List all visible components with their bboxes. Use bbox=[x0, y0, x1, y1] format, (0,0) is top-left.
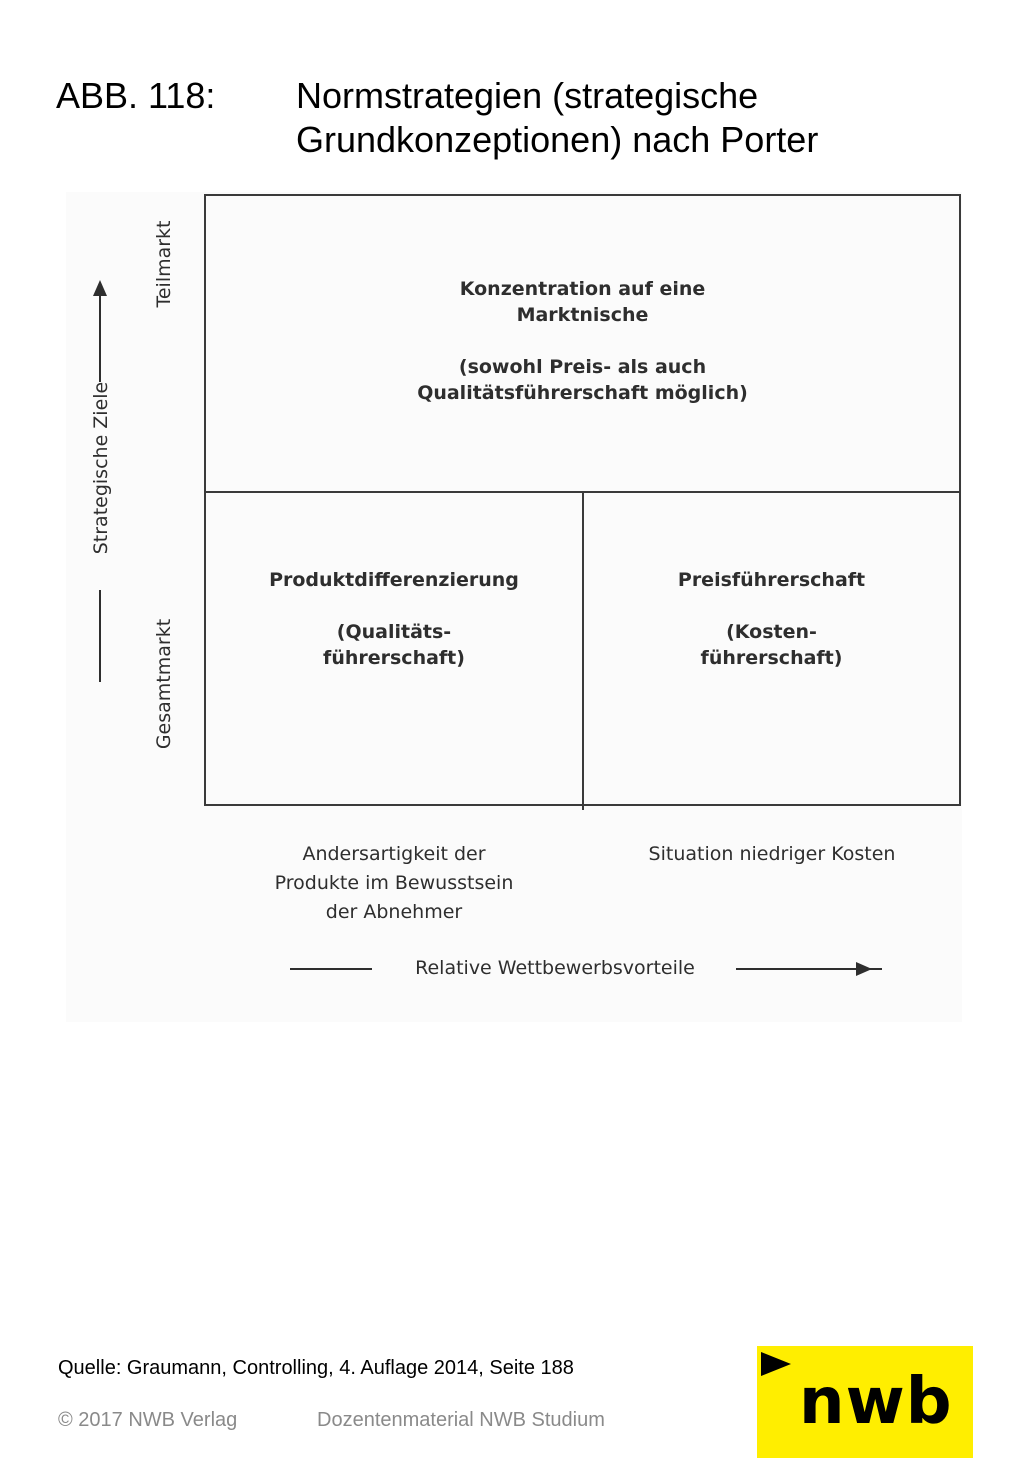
arrow-right-icon bbox=[856, 962, 872, 976]
niche-focus-line-3: (sowohl Preis- als auch bbox=[458, 356, 707, 378]
x-axis: Relative Wettbewerbsvorteile bbox=[290, 954, 890, 984]
x-axis-line-right bbox=[736, 968, 882, 970]
cost-leadership-line-3: führerschaft) bbox=[700, 647, 843, 669]
x-axis-label: Relative Wettbewerbsvorteile bbox=[415, 957, 695, 979]
niche-focus-line-2: Marktnische bbox=[516, 304, 649, 326]
y-bottom-label: Gesamtmarkt bbox=[153, 618, 175, 750]
y-axis-label: Strategische Ziele bbox=[90, 381, 112, 555]
x-category-left-line-3: der Abnehmer bbox=[325, 901, 463, 923]
nwb-logo: nwb bbox=[757, 1346, 973, 1458]
play-triangle-icon bbox=[761, 1352, 791, 1376]
x-category-left-line-2: Produkte im Bewusstsein bbox=[274, 872, 514, 894]
cost-leadership-line-1: Preisführerschaft bbox=[677, 569, 866, 591]
y-axis-line-top bbox=[99, 292, 101, 382]
page-title: Normstrategien (strategische Grundkonzep… bbox=[296, 74, 996, 162]
y-top-label: Teilmarkt bbox=[153, 220, 175, 308]
column-divider-tick bbox=[582, 804, 584, 810]
differentiation-box: Produktdifferenzierung (Qualitäts- führe… bbox=[204, 491, 584, 806]
niche-focus-box: Konzentration auf eine Marktnische (sowo… bbox=[204, 194, 961, 493]
arrow-up-icon bbox=[93, 280, 107, 296]
differentiation-line-2: (Qualitäts- bbox=[336, 621, 452, 643]
logo-text: nwb bbox=[799, 1365, 953, 1439]
porter-strategy-diagram: Strategische Ziele Teilmarkt Gesamtmarkt… bbox=[66, 192, 962, 1022]
x-category-left: Andersartigkeit der Produkte im Bewussts… bbox=[204, 840, 584, 927]
x-category-right: Situation niedriger Kosten bbox=[648, 843, 896, 865]
y-axis-line-bottom bbox=[99, 590, 101, 682]
cost-leadership-box: Preisführerschaft (Kosten- führerschaft) bbox=[582, 491, 961, 806]
differentiation-line-3: führerschaft) bbox=[323, 647, 465, 669]
x-category-left-line-1: Andersartigkeit der bbox=[302, 843, 486, 865]
y-axis: Strategische Ziele bbox=[88, 280, 114, 682]
differentiation-line-1: Produktdifferenzierung bbox=[269, 569, 519, 591]
cost-leadership-line-2: (Kosten- bbox=[726, 621, 817, 643]
figure-number: ABB. 118: bbox=[56, 75, 216, 116]
material-notice: Dozentenmaterial NWB Studium bbox=[317, 1409, 605, 1431]
source-citation: Quelle: Graumann, Controlling, 4. Auflag… bbox=[58, 1357, 574, 1379]
niche-focus-line-4: Qualitätsführerschaft möglich) bbox=[417, 382, 748, 404]
x-axis-line-left bbox=[290, 968, 372, 970]
page-title-line-2: Grundkonzeptionen) nach Porter bbox=[296, 119, 819, 160]
niche-focus-line-1: Konzentration auf eine bbox=[459, 278, 706, 300]
page-title-line-1: Normstrategien (strategische bbox=[296, 75, 759, 116]
copyright-notice: © 2017 NWB Verlag bbox=[58, 1409, 238, 1431]
